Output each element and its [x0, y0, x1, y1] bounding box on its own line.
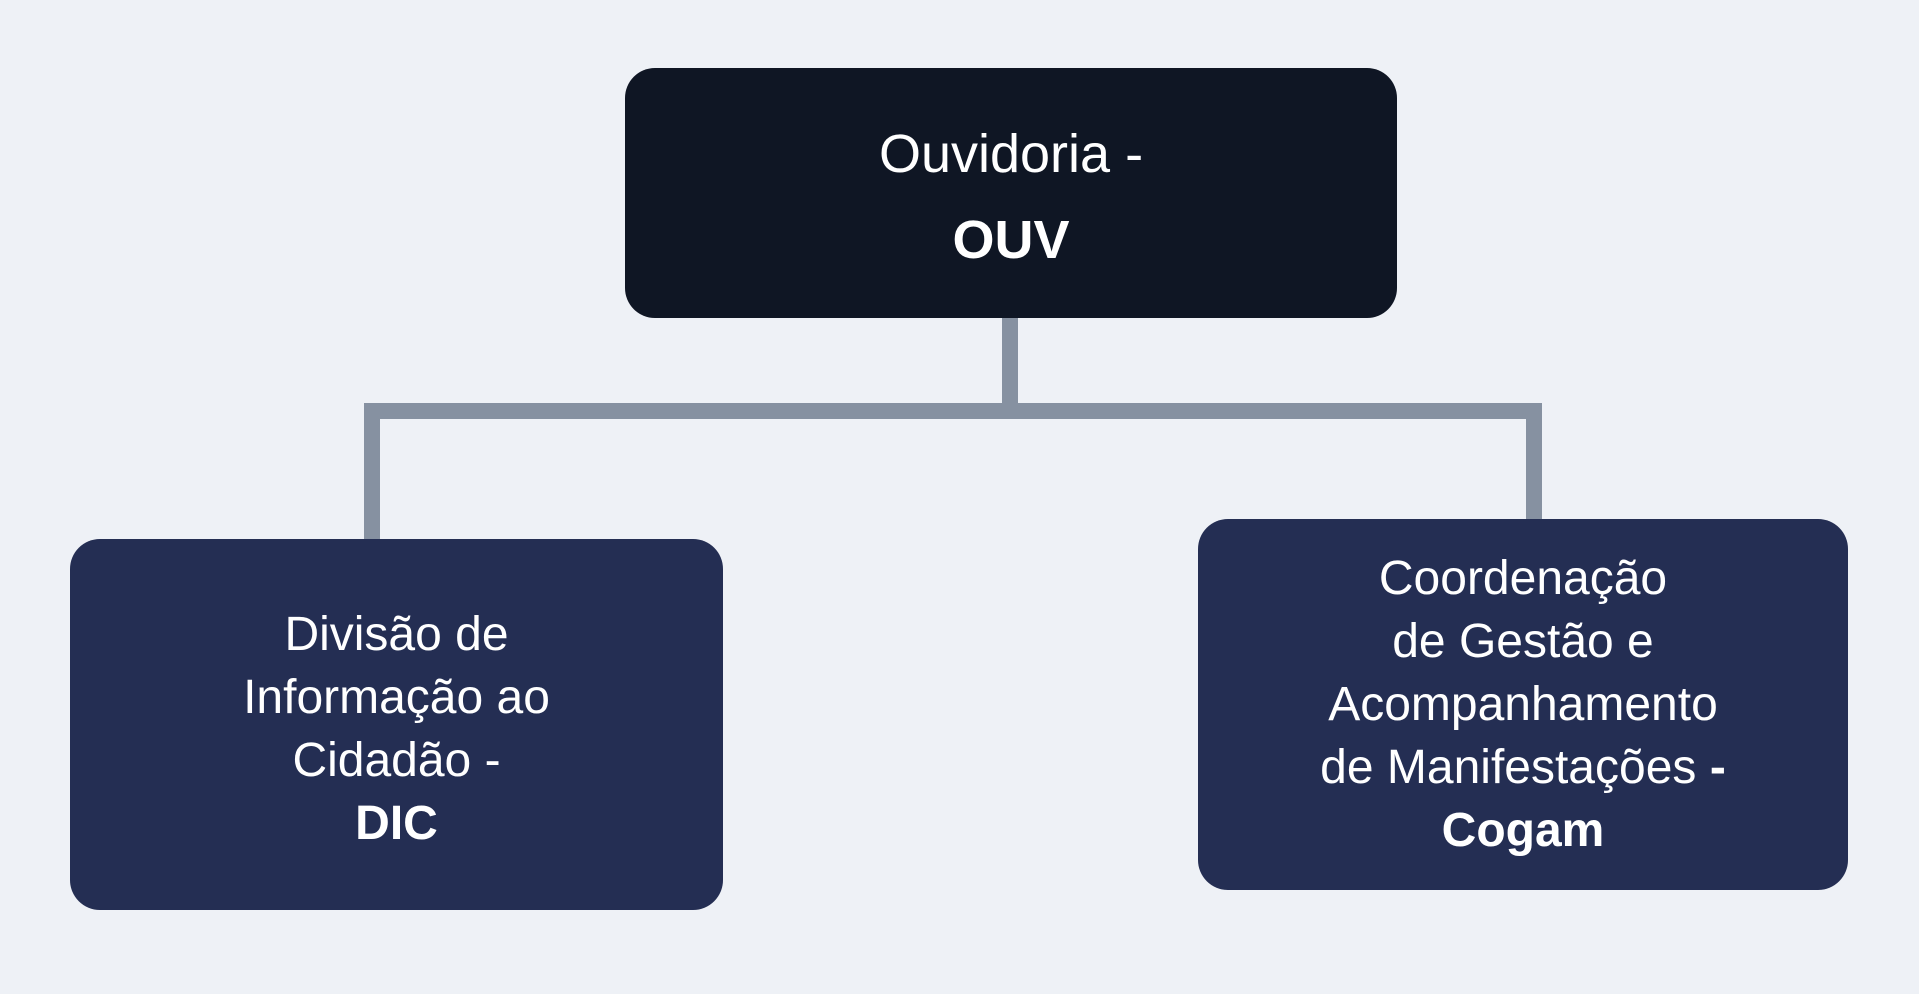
- org-node-cogam: Coordenação de Gestão e Acompanhamento d…: [1198, 519, 1848, 890]
- node-label-separator: -: [1709, 741, 1726, 794]
- org-node-ouvidoria: Ouvidoria - OUV: [625, 68, 1397, 318]
- node-label-line: Ouvidoria -: [878, 124, 1144, 184]
- org-node-dic: Divisão de Informação ao Cidadão - DIC: [70, 539, 723, 910]
- connector-horizontal-bar: [364, 403, 1542, 419]
- node-label-line: Informação ao: [243, 670, 550, 724]
- node-label-line: Acompanhamento: [1328, 678, 1718, 731]
- node-label-line: Divisão de: [284, 607, 509, 661]
- connector-right-drop: [1526, 403, 1542, 519]
- node-label-line: de Gestão e: [1392, 615, 1654, 668]
- node-label-line: de Manifestações-: [1320, 736, 1726, 799]
- node-abbr: Cogam: [1441, 804, 1605, 857]
- node-label-segment: de Manifestações: [1320, 741, 1697, 794]
- node-label-line: Cidadão -: [292, 733, 501, 787]
- node-label-line: Coordenação: [1378, 552, 1668, 605]
- node-abbr: DIC: [355, 796, 438, 850]
- node-abbr: OUV: [952, 210, 1070, 270]
- connector-root-stem: [1002, 318, 1018, 419]
- connector-left-drop: [364, 403, 380, 539]
